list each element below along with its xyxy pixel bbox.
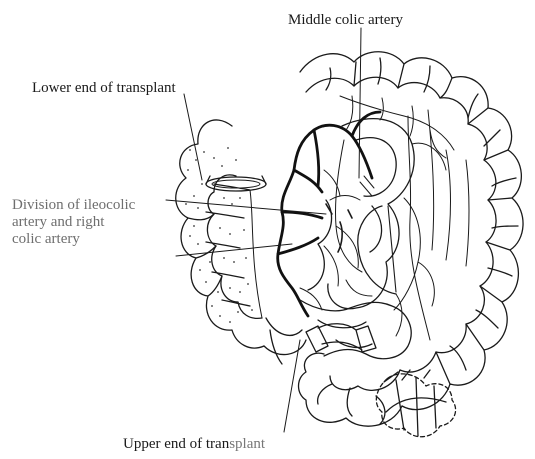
division-label-line-2: artery and right	[12, 214, 135, 231]
lower-end-cut	[206, 176, 266, 191]
lower-end-of-transplant-label: Lower end of transplant	[32, 80, 176, 97]
upper-end-label-light: splant	[229, 436, 265, 452]
division-of-arteries-label: Division of ileocolic artery and right c…	[12, 197, 135, 248]
upper-end-label-dark: Upper end of tran	[123, 436, 229, 452]
upper-end-of-transplant-label: Upper end of transplant	[123, 436, 265, 453]
ascending-colon-transplant	[176, 120, 306, 364]
middle-colic-artery-label: Middle colic artery	[288, 12, 403, 29]
sigmoid-colon	[299, 353, 456, 437]
division-label-line-1: Division of ileocolic	[12, 197, 135, 214]
leader-lines	[166, 28, 361, 432]
arcade-vessels	[300, 96, 446, 336]
outer-colon	[300, 52, 523, 410]
division-label-line-3: colic artery	[12, 231, 135, 248]
stipple-dots	[185, 147, 253, 323]
mesenteric-arteries	[278, 112, 380, 316]
